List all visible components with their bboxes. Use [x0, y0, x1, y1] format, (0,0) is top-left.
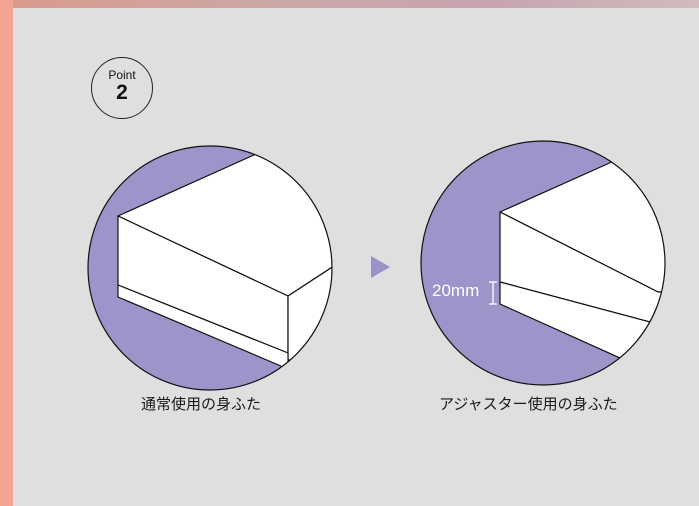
point-number: 2: [116, 81, 128, 104]
point-badge: Point 2: [91, 57, 153, 119]
left-accent-bar: [0, 0, 13, 506]
point-label: Point: [108, 68, 136, 82]
measurement-label: 20mm: [432, 281, 480, 300]
normal-lid-detail: [87, 145, 333, 391]
adjuster-lid-detail: [420, 140, 666, 386]
triangle-right-icon: [371, 256, 390, 278]
normal-lid-caption: 通常使用の身ふた: [141, 395, 262, 413]
dimension-marker: [489, 281, 497, 305]
top-image-strip: [0, 0, 699, 8]
adjuster-lid-caption: アジャスター使用の身ふた: [439, 395, 618, 413]
